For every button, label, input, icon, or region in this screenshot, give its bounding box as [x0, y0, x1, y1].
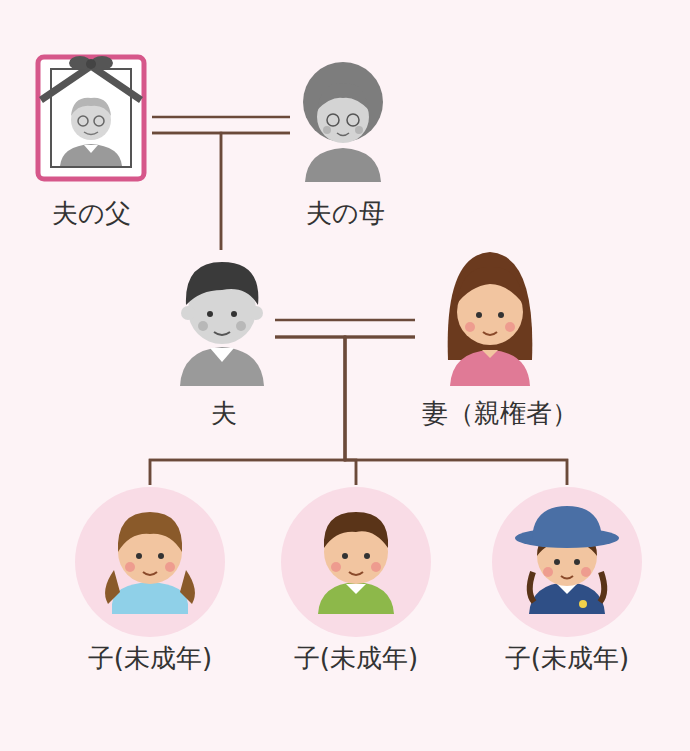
person-label: 妻（親権者）	[420, 398, 580, 428]
person-label: 子(未成年)	[86, 643, 214, 673]
child-node: 子(未成年)	[72, 485, 228, 673]
person-label: 夫の父	[50, 198, 133, 228]
person-node: 夫の父	[30, 48, 152, 228]
person-node: 夫の母	[290, 48, 400, 228]
descent-line	[150, 337, 345, 485]
descent-line	[150, 337, 415, 485]
child-node: 子(未成年)	[278, 485, 434, 673]
marriage-line	[275, 320, 415, 337]
child-node: 子(未成年)	[489, 485, 645, 673]
person-label: 夫の母	[304, 198, 387, 228]
person-node: 妻（親権者）	[415, 245, 585, 428]
person-node: 夫	[172, 250, 275, 428]
marriage-line	[152, 117, 290, 133]
descent-line	[345, 337, 415, 485]
descent-line	[221, 133, 290, 250]
descent-line	[152, 133, 221, 250]
person-label: 子(未成年)	[292, 643, 420, 673]
person-label: 子(未成年)	[503, 643, 631, 673]
person-label: 夫	[209, 398, 239, 428]
